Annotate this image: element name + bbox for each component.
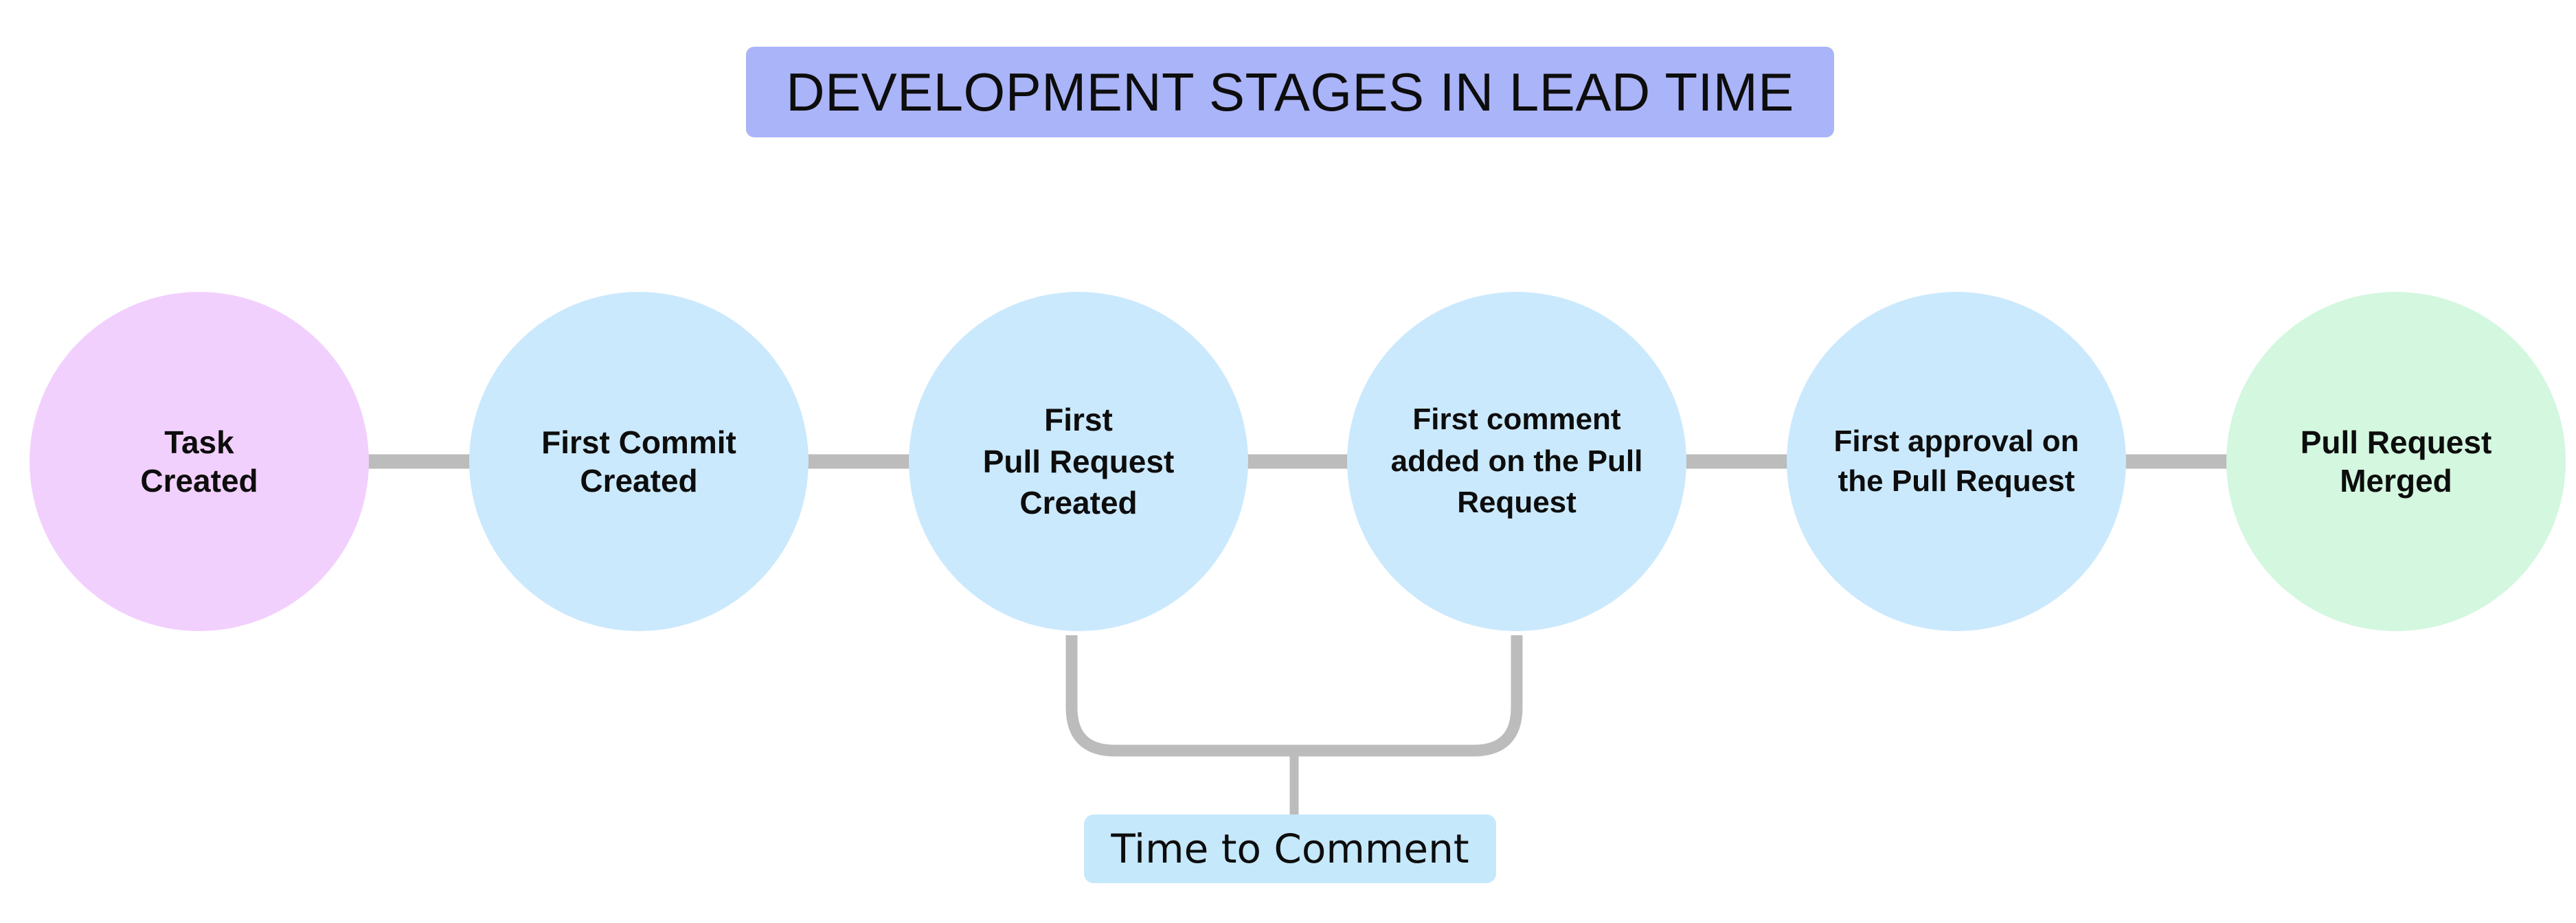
annotation-label: Time to Comment: [1111, 825, 1469, 872]
stage-label-first-pull-request-created: First Pull Request Created: [982, 401, 1175, 521]
annotation-time-to-comment[interactable]: Time to Comment: [1084, 814, 1496, 883]
stage-label-first-comment-on-pull-request: First comment added on the Pull Request: [1390, 402, 1643, 520]
stage-node-first-approval-on-pull-request[interactable]: First approval on the Pull Request: [1787, 292, 2126, 631]
page-title: DEVELOPMENT STAGES IN LEAD TIME: [786, 62, 1794, 122]
stage-label-first-approval-on-pull-request: First approval on the Pull Request: [1833, 424, 2079, 498]
stage-node-first-comment-on-pull-request[interactable]: First comment added on the Pull Request: [1347, 292, 1686, 631]
stage-node-task-created[interactable]: Task Created: [30, 292, 369, 631]
stage-node-pull-request-merged[interactable]: Pull Request Merged: [2226, 292, 2566, 631]
stage-label-task-created: Task Created: [140, 424, 258, 499]
stage-label-first-commit-created: First Commit Created: [541, 424, 736, 499]
diagram-title-banner: DEVELOPMENT STAGES IN LEAD TIME: [746, 47, 1834, 137]
stage-label-pull-request-merged: Pull Request Merged: [2300, 424, 2492, 499]
annotation-bracket: [1065, 635, 1523, 817]
stage-node-first-commit-created[interactable]: First Commit Created: [469, 292, 809, 631]
stage-node-first-pull-request-created[interactable]: First Pull Request Created: [909, 292, 1248, 631]
